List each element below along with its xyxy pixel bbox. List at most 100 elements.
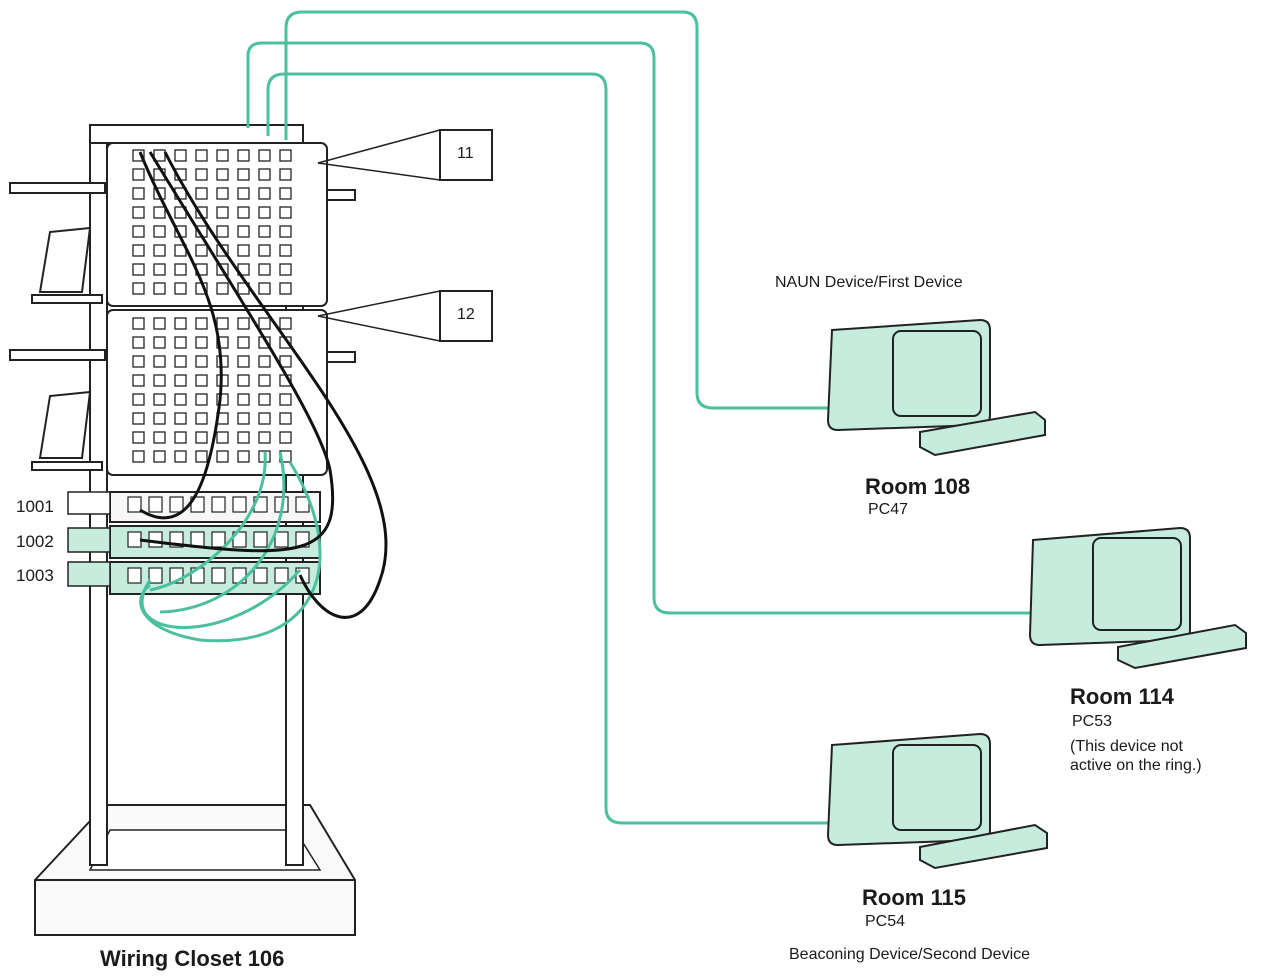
unit-port <box>149 532 162 547</box>
patch-port <box>238 169 249 180</box>
patch-port <box>196 150 207 161</box>
patch-port <box>175 432 186 443</box>
patch-port <box>175 264 186 275</box>
patch-port <box>259 169 270 180</box>
patch-port <box>259 245 270 256</box>
callout-label-11: 11 <box>457 145 474 163</box>
patch-port <box>154 226 165 237</box>
room-108-pc: PC47 <box>868 500 908 519</box>
patch-port <box>280 226 291 237</box>
patch-port <box>238 356 249 367</box>
patch-port <box>217 432 228 443</box>
unit-label-1001: 1001 <box>16 497 54 517</box>
patch-port <box>238 188 249 199</box>
room-115-caption: Beaconing Device/Second Device <box>789 946 1030 964</box>
room-108-caption: NAUN Device/First Device <box>775 274 963 292</box>
patch-port <box>280 150 291 161</box>
workstation-room-114 <box>1030 528 1246 668</box>
patch-port <box>259 356 270 367</box>
patch-port <box>217 318 228 329</box>
patch-port <box>133 245 144 256</box>
patch-port <box>259 394 270 405</box>
patch-port <box>238 432 249 443</box>
patch-port <box>238 318 249 329</box>
patch-port <box>280 283 291 294</box>
patch-port <box>280 264 291 275</box>
patch-port <box>238 245 249 256</box>
patch-port <box>238 451 249 462</box>
unit-port <box>254 568 267 583</box>
unit-port <box>233 497 246 512</box>
patch-port <box>259 188 270 199</box>
patch-port <box>133 356 144 367</box>
patch-port <box>154 318 165 329</box>
unit-port <box>275 568 288 583</box>
unit-label-1003: 1003 <box>16 566 54 586</box>
patch-port <box>280 413 291 424</box>
patch-port <box>154 283 165 294</box>
unit-port <box>296 497 309 512</box>
patch-port <box>259 375 270 386</box>
patch-port <box>133 337 144 348</box>
patch-port <box>133 394 144 405</box>
patch-port <box>217 207 228 218</box>
patch-port <box>259 283 270 294</box>
patch-port <box>196 318 207 329</box>
patch-port <box>133 169 144 180</box>
unit-port <box>254 532 267 547</box>
patch-port <box>175 318 186 329</box>
patch-port <box>175 356 186 367</box>
patch-port <box>280 318 291 329</box>
unit-port <box>128 532 141 547</box>
patch-port <box>175 413 186 424</box>
patch-port <box>133 283 144 294</box>
patch-port <box>175 150 186 161</box>
room-114-title: Room 114 <box>1070 684 1174 710</box>
patch-port <box>217 226 228 237</box>
patch-port <box>238 226 249 237</box>
patch-port <box>196 169 207 180</box>
patch-port <box>196 188 207 199</box>
patch-port <box>238 337 249 348</box>
patch-port <box>217 169 228 180</box>
patch-port <box>196 337 207 348</box>
patch-port <box>280 169 291 180</box>
unit-port <box>212 497 225 512</box>
patch-port <box>175 375 186 386</box>
patch-port <box>259 413 270 424</box>
patch-port <box>175 337 186 348</box>
unit-port <box>128 497 141 512</box>
patch-port <box>133 207 144 218</box>
cable-to-room-108 <box>286 12 830 408</box>
patch-port <box>259 432 270 443</box>
patch-port <box>238 150 249 161</box>
patch-port <box>259 207 270 218</box>
patch-port <box>133 318 144 329</box>
patch-port <box>280 394 291 405</box>
patch-port <box>217 451 228 462</box>
patch-port <box>154 337 165 348</box>
patch-port <box>280 432 291 443</box>
patch-port <box>280 207 291 218</box>
patch-port <box>217 150 228 161</box>
patch-port <box>154 207 165 218</box>
patch-port <box>280 245 291 256</box>
room-108-title: Room 108 <box>865 474 970 500</box>
patch-port <box>154 413 165 424</box>
patch-port <box>133 432 144 443</box>
patch-port <box>238 394 249 405</box>
patch-port <box>133 413 144 424</box>
room-114-note: (This device not active on the ring.) <box>1070 737 1202 775</box>
patch-port <box>196 432 207 443</box>
patch-port <box>238 207 249 218</box>
patch-port <box>217 188 228 199</box>
workstation-room-108 <box>828 320 1045 455</box>
unit-port <box>212 568 225 583</box>
patch-port <box>133 188 144 199</box>
patch-port <box>196 375 207 386</box>
patch-port <box>175 451 186 462</box>
patch-port <box>133 226 144 237</box>
unit-port <box>212 532 225 547</box>
patch-port <box>196 394 207 405</box>
patch-port <box>154 356 165 367</box>
